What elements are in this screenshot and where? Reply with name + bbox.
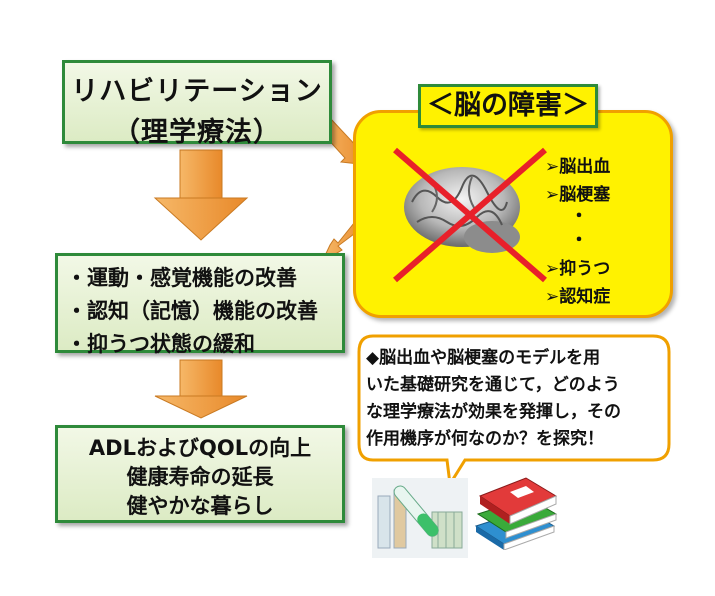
outcome-item: 健康寿命の延長	[126, 465, 274, 489]
books-icon	[474, 477, 558, 550]
rehab-title: リハビリテーション	[71, 76, 323, 107]
callout-line: な理学療法が効果を発揮し，その	[366, 402, 621, 422]
brain-item-hemorrhage: ➢脳出血	[545, 157, 611, 177]
ellipsis-dot-2: ・	[570, 230, 588, 251]
research-callout	[357, 334, 671, 489]
brain-item-depression: ➢抑うつ	[545, 259, 611, 279]
callout-line: いた基礎研究を通じて，どのよう	[366, 375, 620, 395]
improvement-item: ・運動・感覚機能の改善	[66, 266, 297, 290]
rehab-subtitle: （理学療法）	[113, 117, 281, 148]
red-cross-icon	[393, 147, 547, 283]
down-arrow-2	[154, 359, 248, 419]
outcome-item: 健やかな暮らし	[126, 494, 274, 518]
brain-disorder-title: ＜脳の障害＞	[418, 84, 598, 128]
ellipsis-dot-1: ・	[570, 206, 588, 227]
callout-line: ◆脳出血や脳梗塞のモデルを用	[366, 348, 601, 368]
outcome-item: ADLおよびQOLの向上	[88, 436, 312, 460]
outcomes-box: ADLおよびQOLの向上 健康寿命の延長 健やかな暮らし	[55, 425, 345, 523]
rehabilitation-box: リハビリテーション （理学療法）	[62, 60, 332, 148]
down-arrow-1	[153, 149, 249, 241]
brain-item-infarction: ➢脳梗塞	[545, 185, 611, 205]
improvement-item: ・認知（記憶）機能の改善	[66, 299, 318, 323]
improvement-item: ・抑うつ状態の緩和	[66, 332, 255, 356]
callout-line: 作用機序が何なのか？を探究！	[366, 429, 604, 449]
lab-test-tube-icon	[372, 478, 468, 558]
research-callout-text: ◆脳出血や脳梗塞のモデルを用 いた基礎研究を通じて，どのよう な理学療法が効果を…	[366, 345, 666, 453]
brain-item-dementia: ➢認知症	[545, 287, 611, 307]
improvements-box: ・運動・感覚機能の改善 ・認知（記憶）機能の改善 ・抑うつ状態の緩和	[55, 253, 345, 356]
